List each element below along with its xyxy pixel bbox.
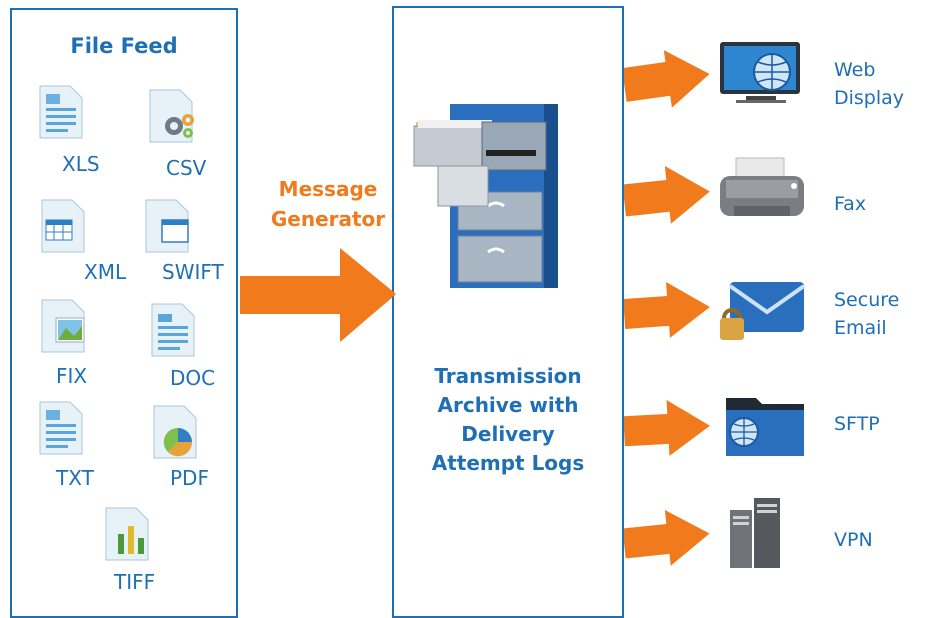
destination-label-line: SFTP <box>834 413 880 435</box>
filing-cabinet-icon <box>413 104 558 288</box>
doc-file-icon <box>151 303 195 357</box>
destination-label: VPN <box>834 526 873 554</box>
archive-caption: Transmission Archive with Delivery Attem… <box>394 362 622 478</box>
swift-file-icon <box>145 199 189 253</box>
destination-label-line: Fax <box>834 193 867 215</box>
file-feed-title: File Feed <box>70 34 178 58</box>
file-type-label: TIFF <box>114 570 156 594</box>
file-type-label: XML <box>84 260 127 284</box>
archive-caption-line: Archive with <box>437 393 579 417</box>
message-generator-line: Message <box>278 177 378 201</box>
xml-file-icon <box>41 199 85 253</box>
file-type-label: SWIFT <box>162 260 224 284</box>
vpn-server-icon <box>730 498 780 568</box>
archive-caption-line: Delivery <box>461 422 555 446</box>
file-type-label: FIX <box>56 364 88 388</box>
tiff-file-icon <box>105 507 149 561</box>
destination-label: Fax <box>834 190 866 218</box>
message-generator-line: Generator <box>270 207 386 231</box>
archive-caption-line: Transmission <box>434 364 582 388</box>
file-type-label: DOC <box>170 366 216 390</box>
xls-file-icon <box>39 85 83 139</box>
archive-caption-line: Attempt Logs <box>431 451 585 475</box>
file-type-label: PDF <box>170 466 209 490</box>
pdf-file-icon <box>153 405 197 459</box>
file-type-label: XLS <box>62 152 100 176</box>
sftp-folder-icon <box>726 398 804 456</box>
fax-icon <box>720 157 804 216</box>
destination-label-line: Display <box>834 87 905 109</box>
destination-label-line: Web <box>834 59 876 81</box>
vpn-arrow <box>624 510 710 566</box>
main-flow-arrow <box>240 248 396 342</box>
destination-label-line: VPN <box>834 529 873 551</box>
destination-label-line: Secure <box>834 289 900 311</box>
sftp-arrow <box>624 399 710 456</box>
web-display-arrow <box>624 50 710 108</box>
destination-label: Secure Email <box>834 286 899 342</box>
fax-arrow <box>624 166 710 224</box>
destination-label: SFTP <box>834 410 880 438</box>
destination-label-line: Email <box>834 317 887 339</box>
file-type-label: TXT <box>56 466 94 490</box>
csv-file-icon <box>149 89 194 143</box>
txt-file-icon <box>39 401 83 455</box>
web-display-icon <box>720 42 800 103</box>
file-type-label: CSV <box>166 156 207 180</box>
secure-email-icon <box>720 282 806 340</box>
message-generator-label: Message Generator <box>262 174 394 234</box>
fix-file-icon <box>41 299 85 353</box>
destination-label: Web Display <box>834 56 904 112</box>
secure-email-arrow <box>624 281 710 338</box>
